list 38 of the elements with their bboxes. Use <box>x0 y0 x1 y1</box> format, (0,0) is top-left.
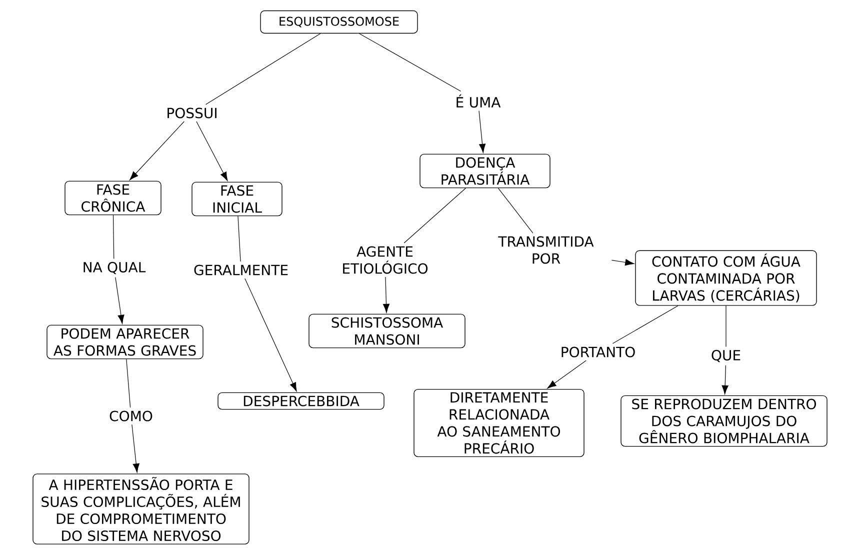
arrow <box>722 365 728 394</box>
linking-phrase: PORTANTO <box>562 346 635 358</box>
linking-phrase: É UMA <box>456 94 501 108</box>
linking-phrase: GERALMENTE <box>194 264 288 276</box>
connector-line <box>404 188 466 244</box>
concept-box: ESQUISTOSSOMOSE <box>260 10 418 34</box>
concept-box: DOENÇA PARASITÁRIA <box>420 154 550 188</box>
linking-phrase: TRANSMITIDA POR <box>498 236 594 264</box>
concept-box: CONTATO COM ÁGUA CONTAMINADA POR LARVAS (CERCÁRIAS) <box>635 250 817 306</box>
concept-box: FASE CRÔNICA <box>64 180 162 216</box>
arrow <box>244 278 297 392</box>
arrow <box>611 259 634 266</box>
arrow <box>547 360 586 388</box>
concept-box: FASE INICIAL <box>192 182 282 216</box>
concept-box: A HIPERTENSSÃO PORTA E SUAS COMPLICAÇÕES, ALÉM DE COMPROMETIMENTO DO SISTEMA NERVOSO <box>32 474 250 544</box>
arrow <box>382 276 390 313</box>
connector-line <box>359 33 462 92</box>
concept-box: DIRETAMENTE RELACIONADA AO SANEAMENTO PRECÁRIO <box>414 388 584 458</box>
connector-line <box>612 305 678 344</box>
connector-line <box>498 188 534 234</box>
linking-phrase: AGENTE ETIOLÓGICO <box>343 246 428 274</box>
linking-phrase: QUE <box>712 350 740 362</box>
connector-line <box>238 216 241 262</box>
arrow <box>115 277 124 324</box>
concept-box: PODEM APARECER AS FORMAS GRAVES <box>46 324 204 360</box>
arrow <box>132 424 140 473</box>
arrow <box>478 110 486 153</box>
connector-line <box>126 358 131 408</box>
connector-line <box>205 33 321 105</box>
linking-phrase: POSSUI <box>168 108 216 118</box>
linking-phrase: COMO <box>110 410 152 422</box>
concept-box: DESPERCEBBIDA <box>218 392 384 410</box>
connector-line <box>112 214 114 259</box>
linking-phrase: NA QUAL <box>84 262 146 274</box>
arrow <box>130 121 184 180</box>
arrow <box>196 121 228 181</box>
concept-box: SE REPRODUZEM DENTRO DOS CARAMUJOS DO GÊNERO BIOMPHALARIA <box>620 395 828 447</box>
concept-box: SCHISTOSSOMA MANSONI <box>308 314 466 348</box>
